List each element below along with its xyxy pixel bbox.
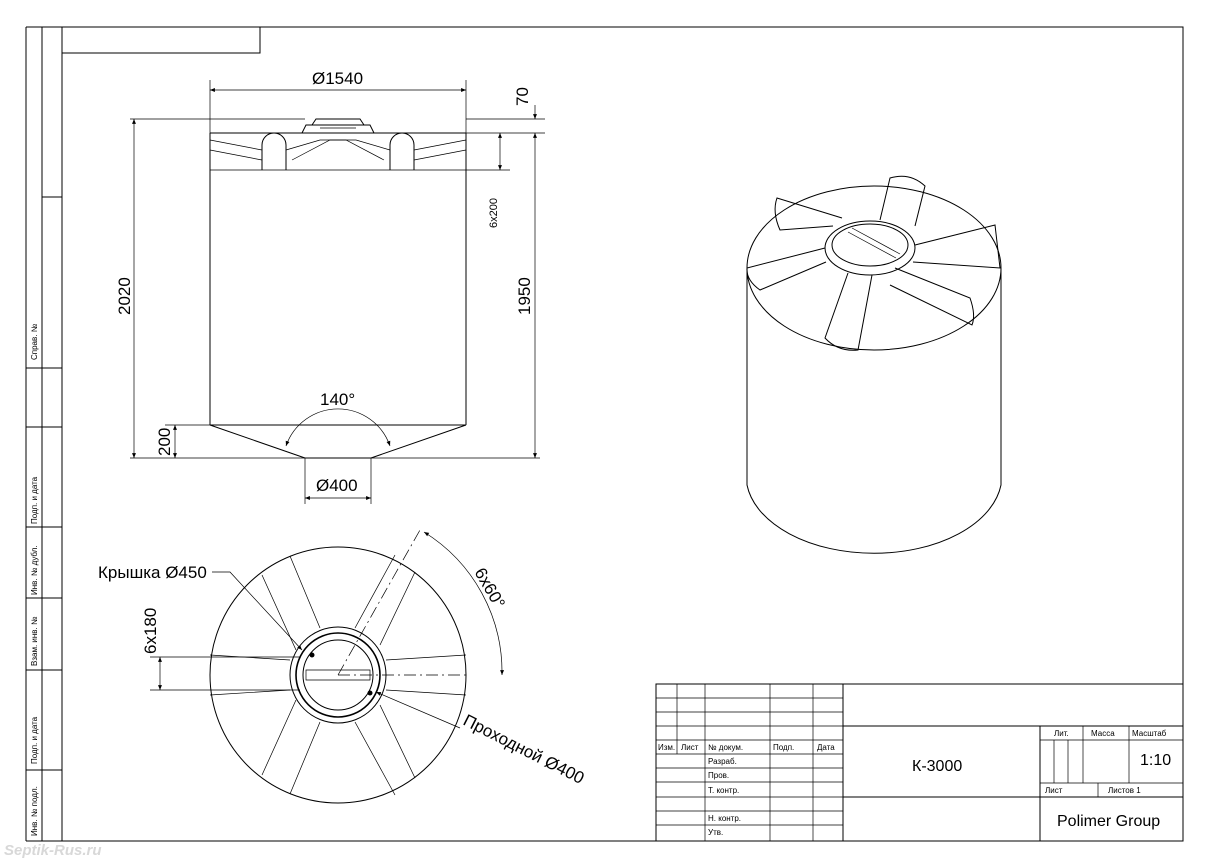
role-utv: Утв. [708, 828, 723, 837]
hdr-podp: Подп. [773, 743, 794, 752]
sheet-label: Лист [1045, 786, 1063, 795]
side-label-vzam: Взам. инв. № [30, 616, 39, 666]
role-prov: Пров. [708, 771, 729, 780]
side-strip: Справ. № Подп. и дата Инв. № дубл. Взам.… [30, 323, 39, 836]
dim-cone-angle: 140° [320, 390, 355, 409]
title-block: Изм. Лист № докум. Подп. Дата Разраб. Пр… [655, 683, 1184, 842]
front-view: Ø1540 70 6x200 1950 2020 200 140° Ø400 [115, 69, 545, 504]
manhole-label: Проходной Ø400 [460, 711, 587, 788]
mass-label: Масса [1091, 729, 1115, 738]
dim-lid-height: 70 [513, 87, 532, 106]
sheets-label: Листов 1 [1108, 786, 1141, 795]
hdr-list: Лист [681, 743, 699, 752]
side-label-sprav: Справ. № [30, 323, 39, 360]
role-tkontr: Т. контр. [708, 786, 739, 795]
dim-ribs-width: 6x180 [141, 608, 160, 654]
scale-label: Масштаб [1132, 729, 1167, 738]
side-label-inv-podl: Инв. № подл. [30, 786, 39, 836]
dim-cone-height: 200 [155, 428, 174, 456]
side-label-podp2: Подп. и дата [30, 716, 39, 764]
sheet-frame [25, 26, 1184, 842]
dim-ribs-side: 6x200 [488, 198, 500, 228]
scale-value: 1:10 [1140, 752, 1171, 769]
designation: К-3000 [912, 758, 962, 775]
lit-label: Лит. [1054, 729, 1069, 738]
dim-rib-angle: 6x60° [471, 565, 509, 612]
hdr-doc: № докум. [708, 743, 743, 752]
side-label-inv-dubl: Инв. № дубл. [30, 545, 39, 595]
role-nkontr: Н. контр. [708, 814, 741, 823]
watermark: Septik-Rus.ru [4, 842, 102, 859]
lid-label: Крышка Ø450 [98, 563, 207, 582]
hdr-data: Дата [817, 743, 835, 752]
dim-total-height: 2020 [115, 277, 134, 315]
dim-body-height: 1950 [515, 277, 534, 315]
dim-outlet-diameter: Ø400 [316, 476, 358, 495]
hdr-izm: Изм. [658, 743, 675, 752]
top-view: 6x60° 6x180 Крышка Ø450 Проходной Ø400 [98, 529, 587, 804]
isometric-view [746, 175, 1002, 554]
side-label-podp1: Подп. и дата [30, 476, 39, 524]
role-razrab: Разраб. [708, 757, 737, 766]
dim-top-diameter: Ø1540 [312, 69, 363, 88]
company-name: Polimer Group [1057, 813, 1160, 830]
